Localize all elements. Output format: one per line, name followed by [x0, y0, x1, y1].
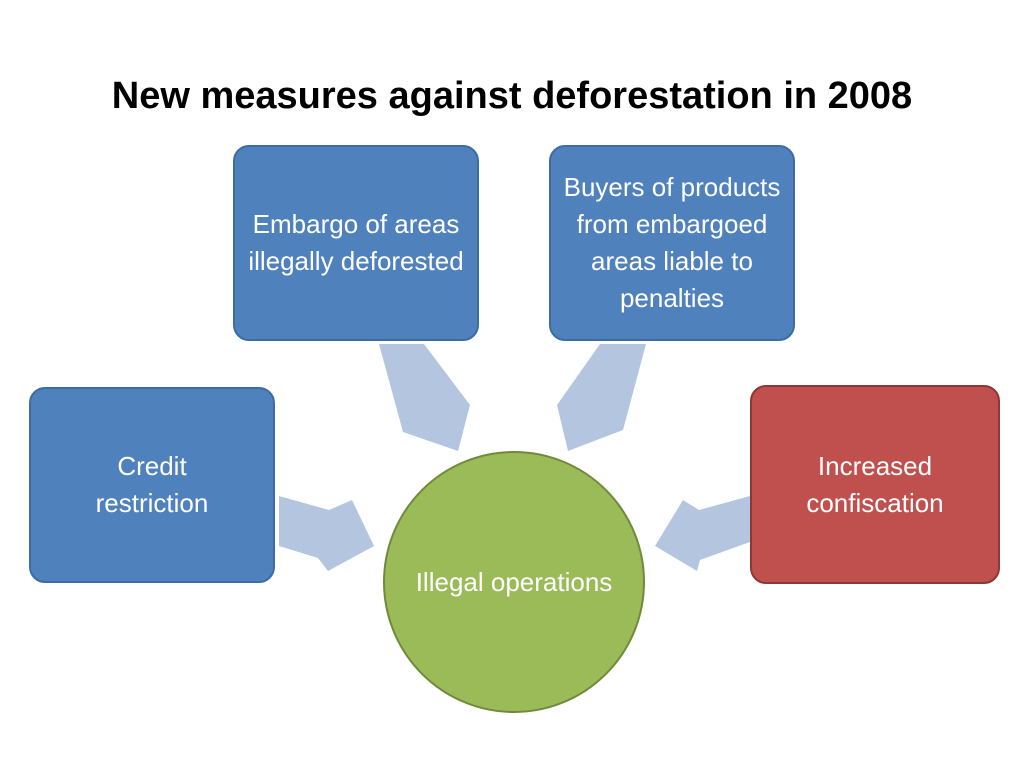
- node-credit-label: Credit restriction: [95, 451, 209, 518]
- node-embargo: Embargo of areas illegally deforested: [233, 145, 479, 341]
- arrow-buyers-to-center: [557, 344, 646, 451]
- node-confiscation-label: Increased confiscation: [806, 450, 944, 518]
- node-increased-confiscation: Increased confiscation: [750, 385, 1000, 584]
- node-buyers: Buyers of products from embargoed areas …: [549, 145, 795, 341]
- slide-title: New measures against deforestation in 20…: [111, 75, 913, 117]
- arrow-confiscation-to-center: [655, 496, 750, 571]
- center-node-label: Illegal operations: [415, 566, 613, 597]
- arrow-credit-to-center: [279, 496, 374, 571]
- node-embargo-label: Embargo of areas illegally deforested: [248, 209, 464, 276]
- node-credit-restriction: Credit restriction: [29, 387, 275, 583]
- node-buyers-label: Buyers of products from embargoed areas …: [563, 172, 781, 313]
- arrow-embargo-to-center: [379, 344, 470, 451]
- center-node-illegal-operations: Illegal operations: [383, 451, 645, 713]
